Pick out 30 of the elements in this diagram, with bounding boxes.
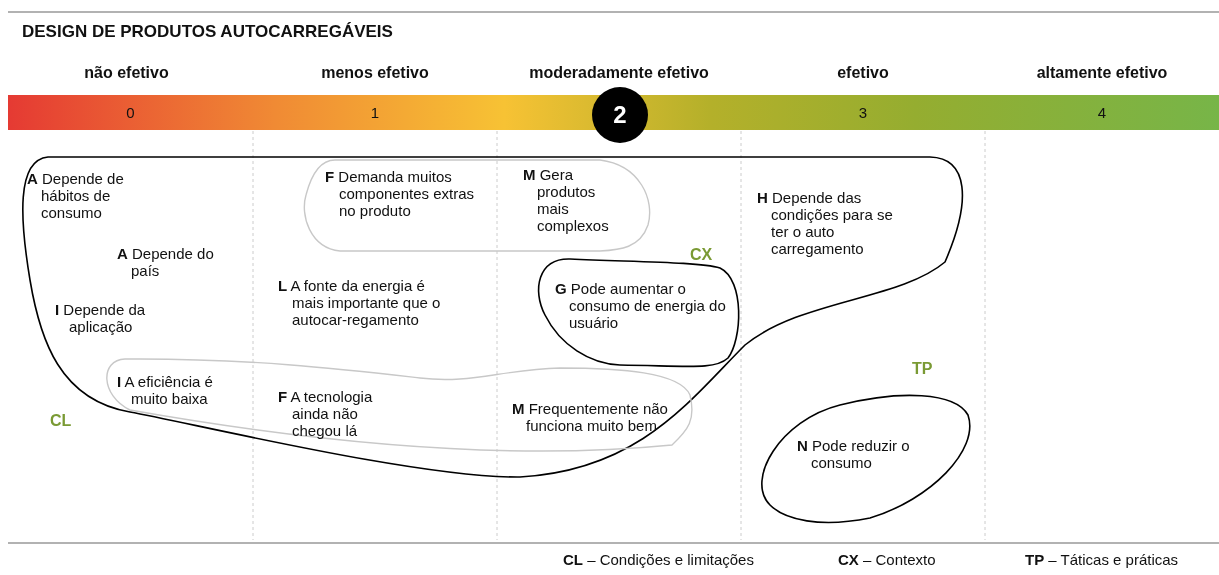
statement-text: M Gera produtos mais complexos [523,166,610,234]
statement-text: F Demanda muitos componentes extras no produto [325,168,476,219]
scale-number: 1 [369,104,381,121]
statement-text: I A eficiência é muito baixa [117,373,214,407]
statement-text: N Pode reduzir o consumo [797,437,911,471]
group-code: TP [912,360,933,378]
group-code: CL [50,412,72,430]
legend-entry: CX – Contexto [838,551,936,568]
statement-text: L A fonte da energia é mais importante que o autocar-regamento [278,277,442,328]
statement-text: G Pode aumentar o consumo de energia do usuário [555,280,727,331]
scale-heading: altamente efetivo [1035,64,1169,82]
scale-number: 0 [125,104,136,121]
scale-heading: efetivo [836,64,890,82]
scale-bar [8,95,1219,130]
legend-entry: CL – Condições e limitações [563,551,754,568]
diagram-title: DESIGN DE PRODUTOS AUTOCARREGÁVEIS [22,22,393,42]
scale-heading: não efetivo [83,64,170,82]
statement-text: M Frequentemente não funciona muito bem [512,400,669,434]
statement-text: A Depende do país [117,245,215,279]
scale-heading: menos efetivo [320,64,430,82]
statement-text: I Depende da aplicação [55,301,147,335]
legend-entry: TP – Táticas e práticas [1025,551,1179,568]
group-code: CX [690,246,713,264]
scale-number: 4 [1096,104,1108,121]
scale-number: 3 [857,104,869,121]
statement-text: H Depende das condições para se ter o auto carregamento [757,189,894,257]
statement-text: F A tecnologia ainda não chegou lá [278,388,374,439]
statement-text: A Depende de hábitos de consumo [27,170,125,221]
scale-heading: moderadamente efetivo [528,64,710,82]
score-marker: 2 [592,87,648,143]
